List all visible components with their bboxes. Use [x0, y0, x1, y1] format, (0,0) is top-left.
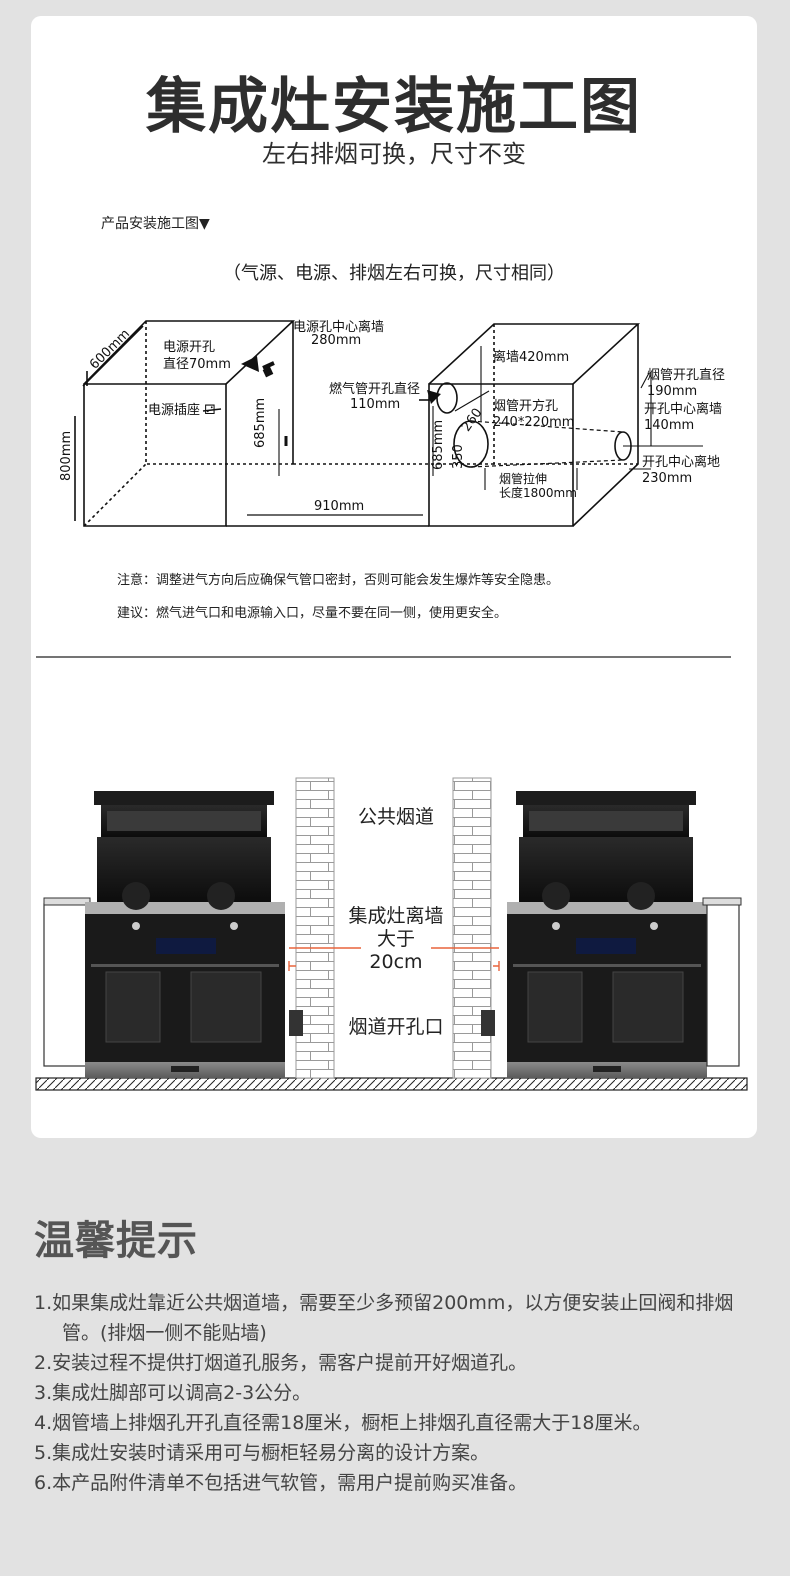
label-flue-center-floor-val: 230mm [642, 471, 693, 486]
label-gas-pipe: 燃气管开孔直径 [329, 382, 421, 397]
label-gas-height1: 685mm [431, 419, 446, 470]
label-width: 910mm [314, 499, 365, 514]
label-flue-center-floor: 开孔中心离地 [642, 455, 721, 470]
flue-opening-left-icon [289, 1010, 303, 1036]
label-power-hole: 电源开孔 [163, 340, 216, 355]
page-title: 集成灶安装施工图 [146, 72, 642, 142]
installation-drawings [35, 320, 748, 1091]
label-public-flue: 公共烟道 [357, 806, 434, 828]
tip-item: 1.如果集成灶靠近公共烟道墙，需要至少多预留200mm，以方便安装止回阀和排烟管… [34, 1292, 734, 1344]
power-hole-mark [262, 366, 274, 378]
cabinet-wireframe [74, 320, 703, 527]
label-flue-center-wall: 开孔中心离墙 [644, 402, 723, 417]
label-flue-center-wall-val: 140mm [644, 418, 695, 433]
page-subtitle: 左右排烟可换，尺寸不变 [262, 140, 526, 168]
stove-left [85, 791, 285, 1078]
label-socket: 电源插座 ⚁ [148, 403, 216, 418]
label-power-hole-dia: 直径70mm [163, 357, 231, 372]
label-flue-square: 烟管开方孔 [493, 399, 559, 414]
label-power-center-val: 280mm [311, 333, 362, 348]
label-power-center: 电源孔中心离墙 [293, 320, 385, 335]
flue-opening-right-icon [481, 1010, 495, 1036]
installation-card: 集成灶安装施工图 左右排烟可换，尺寸不变 产品安装施工图▼ （气源、电源、排烟左… [31, 16, 757, 1138]
tip-item: 2.安装过程不提供打烟道孔服务，需客户提前开好烟道孔。 [34, 1352, 528, 1374]
label-wall-gap: 离墙420mm [493, 350, 570, 365]
label-height: 800mm [59, 430, 74, 481]
note-warning: 注意：调整进气方向后应确保气管口密封，否则可能会发生爆炸等安全隐患。 [117, 573, 560, 588]
label-power-height: 685mm [253, 397, 268, 448]
note-suggestion: 建议：燃气进气口和电源输入口，尽量不要在同一侧，使用更安全。 [117, 606, 508, 621]
tip-item: 4.烟管墙上排烟孔开孔直径需18厘米，橱柜上排烟孔直径需大于18厘米。 [34, 1412, 652, 1434]
tip-item: 5.集成灶安装时请采用可与橱柜轻易分离的设计方案。 [34, 1442, 490, 1464]
label-distance: 集成灶离墙 大于 20cm [348, 905, 444, 973]
label-flue-dia: 烟管开孔直径 [647, 368, 726, 383]
right-counter [706, 903, 740, 1067]
distance-markers [288, 947, 500, 971]
label-flue-square-val: 240*220mm [493, 415, 575, 430]
label-flue-stretch-val: 长度1800mm [499, 486, 577, 500]
section-label: 产品安装施工图▼ [101, 216, 210, 232]
left-counter [43, 903, 87, 1067]
gas-pipe-arrow [427, 390, 441, 404]
label-flue-dia-val: 190mm [647, 384, 698, 399]
floor-hatch [35, 1077, 748, 1091]
label-gas-pipe-val: 110mm [350, 397, 401, 412]
tip-item: 6.本产品附件清单不包括进气软管，需用户提前购买准备。 [34, 1472, 528, 1494]
section-note: （气源、电源、排烟左右可换，尺寸相同） [223, 263, 565, 284]
label-flue-hole: 烟道开孔口 [348, 1016, 444, 1038]
label-gas-height2: 350 [451, 444, 466, 469]
tips-list: 1.如果集成灶靠近公共烟道墙，需要至少多预留200mm，以方便安装止回阀和排烟管… [34, 1288, 764, 1498]
tips-title: 温馨提示 [34, 1218, 198, 1264]
tip-item: 3.集成灶脚部可以调高2-3公分。 [34, 1382, 312, 1404]
label-flue-stretch: 烟管拉伸 [499, 472, 548, 486]
socket-icon: ⚁ [204, 403, 216, 418]
power-hole-arrow [241, 356, 259, 372]
stove-right [507, 791, 707, 1078]
